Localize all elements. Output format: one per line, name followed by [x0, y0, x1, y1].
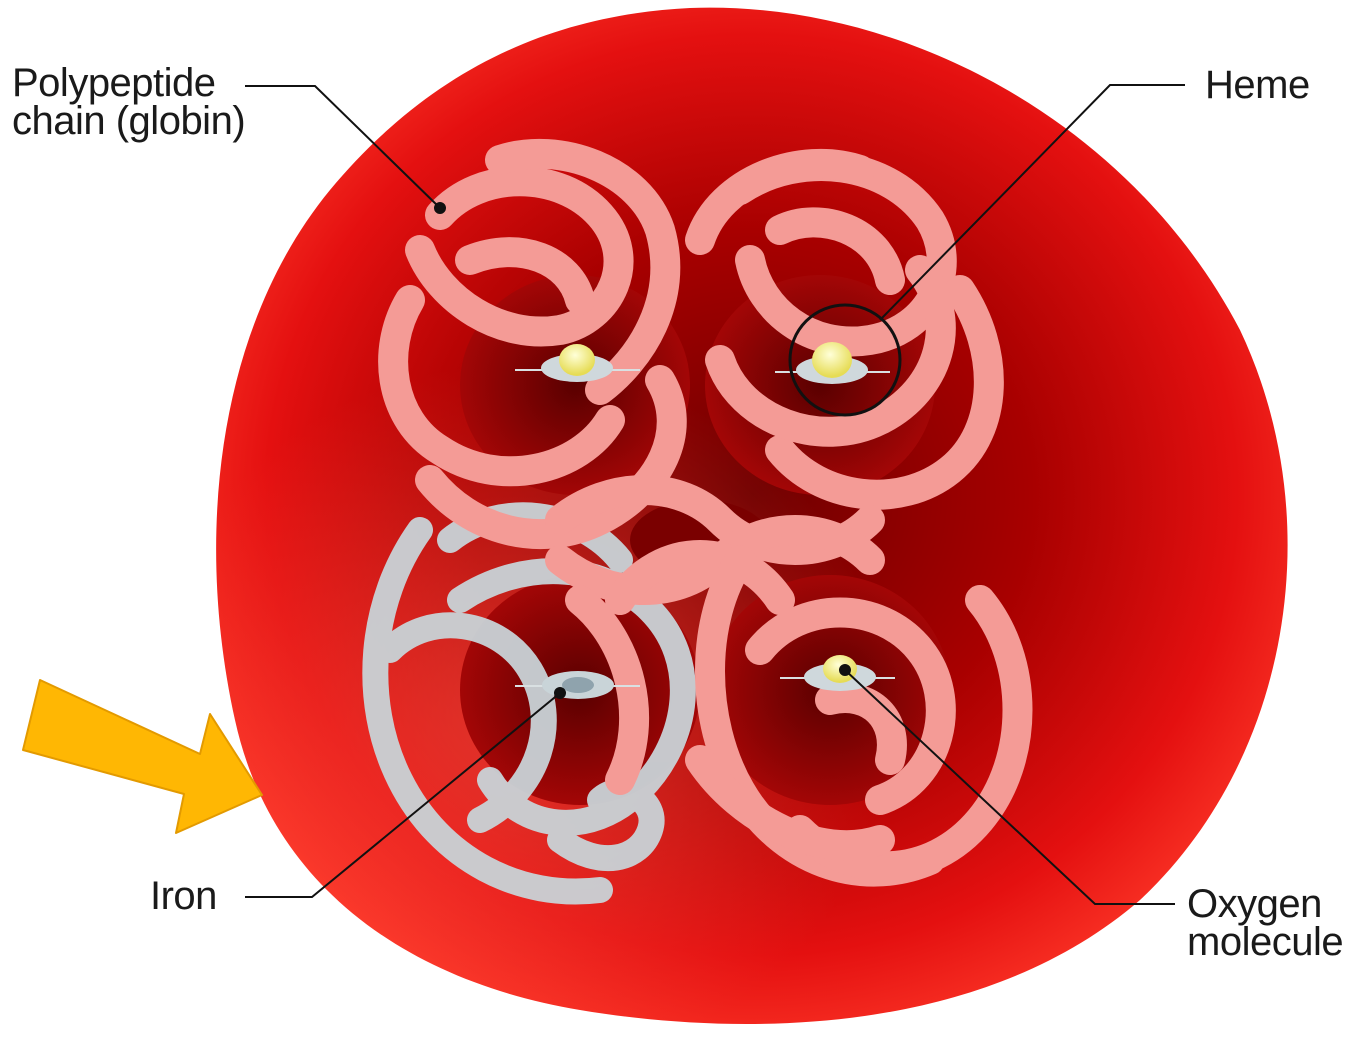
iron-label: Iron [150, 877, 217, 915]
pointer-arrow-icon [23, 680, 262, 833]
polypeptide-label-line1: Polypeptide [12, 64, 245, 102]
heme-label: Heme [1205, 66, 1310, 104]
oxygen-label: Oxygen molecule [1187, 885, 1343, 961]
heme-label-text: Heme [1205, 66, 1310, 104]
polypeptide-label-line2: chain (globin) [12, 102, 245, 140]
polypeptide-label: Polypeptide chain (globin) [12, 64, 245, 140]
oxygen-label-line2: molecule [1187, 923, 1343, 961]
oxygen-label-line1: Oxygen [1187, 885, 1343, 923]
iron-label-text: Iron [150, 877, 217, 915]
